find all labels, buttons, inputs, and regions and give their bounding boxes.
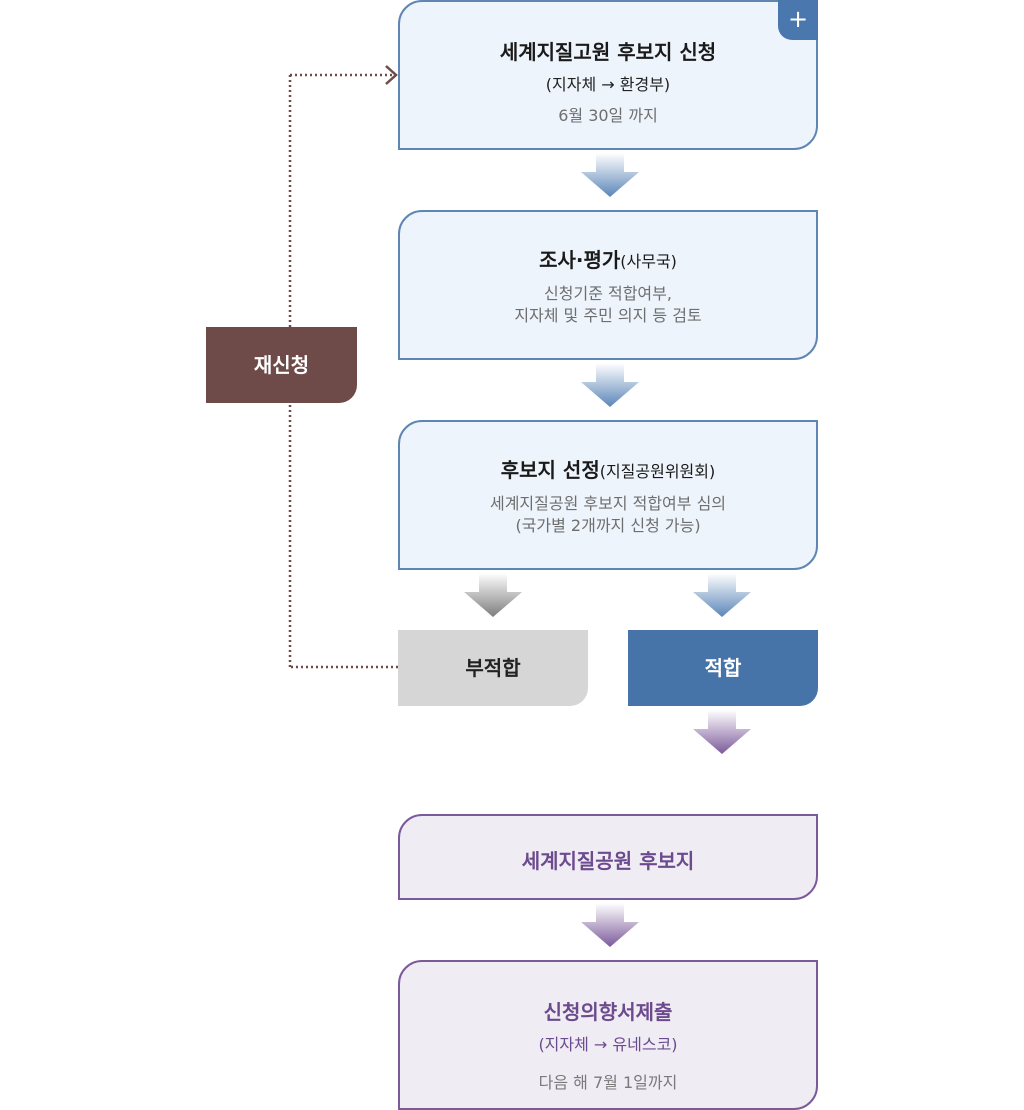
arrow-down-icon-1: [581, 153, 639, 197]
step-evaluation-desc-1: 신청기준 적합여부,: [544, 284, 672, 303]
step-intent-letter-title: 신청의향서제출: [543, 1000, 673, 1024]
step-intent-letter-sub: (지자체 → 유네스코): [538, 1035, 678, 1054]
step-application: + 세계지질고원 후보지 신청 (지자체 → 환경부) 6월 30일 까지: [398, 0, 818, 150]
step-selection-title-paren: (지질공원위원회): [599, 462, 716, 481]
step-evaluation-title-main: 조사·평가: [539, 248, 621, 272]
step-selection-title-main: 후보지 선정: [500, 458, 600, 482]
step-selection-desc-2: (국가별 2개까지 신청 가능): [515, 516, 701, 535]
step-candidate-title: 세계지질공원 후보지: [521, 849, 695, 873]
step-selection-title: 후보지 선정(지질공원위원회): [400, 454, 816, 483]
step-evaluation: 조사·평가(사무국) 신청기준 적합여부, 지자체 및 주민 의지 등 검토: [398, 210, 818, 360]
step-application-deadline: 6월 30일 까지: [558, 106, 658, 125]
arrow-down-icon-4: [581, 903, 639, 947]
step-selection: 후보지 선정(지질공원위원회) 세계지질공원 후보지 적합여부 심의 (국가별 …: [398, 420, 818, 570]
arrow-down-icon-unfit: [464, 573, 522, 617]
arrow-down-icon-3: [693, 710, 751, 754]
step-evaluation-title: 조사·평가(사무국): [400, 244, 816, 273]
step-intent-letter: 신청의향서제출 (지자체 → 유네스코) 다음 해 7월 1일까지: [398, 960, 818, 1110]
arrow-down-icon-2: [581, 363, 639, 407]
step-evaluation-title-paren: (사무국): [620, 252, 677, 271]
step-application-title: 세계지질고원 후보지 신청: [499, 40, 717, 64]
step-evaluation-desc-2: 지자체 및 주민 의지 등 검토: [514, 306, 702, 325]
result-unfit: 부적합: [398, 630, 588, 706]
step-selection-desc-1: 세계지질공원 후보지 적합여부 심의: [489, 494, 727, 513]
loop-arrowhead-icon: [385, 65, 398, 85]
reapply-badge: 재신청: [206, 327, 357, 403]
arrow-down-icon-fit: [693, 573, 751, 617]
step-application-sub: (지자체 → 환경부): [545, 75, 671, 94]
result-fit: 적합: [628, 630, 818, 706]
step-candidate: 세계지질공원 후보지: [398, 814, 818, 900]
reapply-loop-line: [288, 73, 398, 669]
step-intent-letter-deadline: 다음 해 7월 1일까지: [538, 1073, 678, 1092]
expand-plus-button[interactable]: +: [778, 0, 818, 40]
